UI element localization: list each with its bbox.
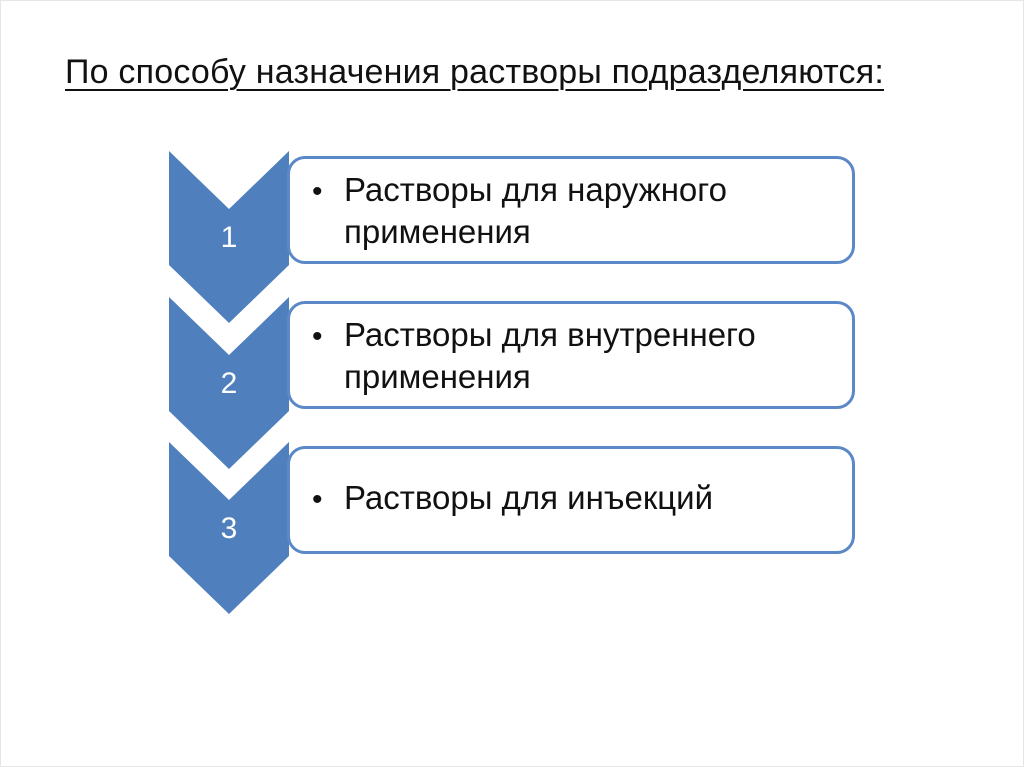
step-2-number: 2 bbox=[220, 367, 238, 400]
slide-title: По способу назначения растворы подраздел… bbox=[65, 53, 884, 91]
step-1-chevron: 1 bbox=[169, 151, 289, 323]
step-3-number: 3 bbox=[220, 512, 238, 545]
step-1-bullet: • bbox=[312, 175, 323, 208]
step-3-card: • Растворы для инъекций bbox=[287, 446, 855, 554]
step-1-card: • Растворы для наружного применения bbox=[287, 156, 855, 264]
step-2-chevron: 2 bbox=[169, 297, 289, 469]
step-3-bullet: • bbox=[312, 483, 323, 516]
step-2-card: • Растворы для внутреннего применения bbox=[287, 301, 855, 409]
step-1-text: Растворы для наружного применения bbox=[344, 171, 727, 250]
step-2-bullet: • bbox=[312, 320, 323, 353]
step-3-text: Растворы для инъекций bbox=[344, 479, 714, 516]
step-1-number: 1 bbox=[220, 221, 238, 254]
step-2-text: Растворы для внутреннего применения bbox=[344, 316, 756, 395]
step-3-chevron: 3 bbox=[169, 442, 289, 614]
